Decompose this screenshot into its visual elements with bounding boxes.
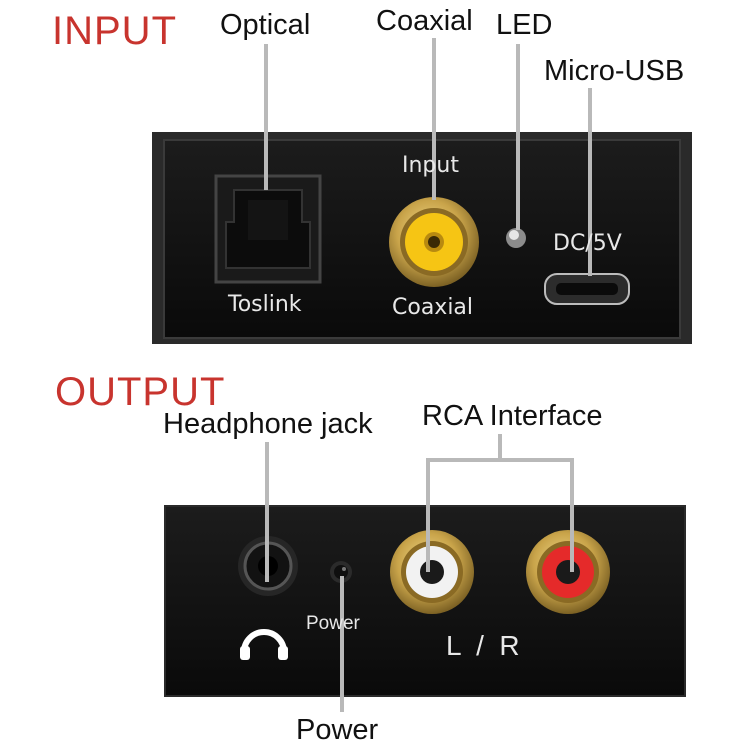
- panel-label-lr: L / R: [446, 630, 520, 661]
- output-title: OUTPUT: [55, 370, 226, 414]
- coaxial-port: [389, 197, 479, 287]
- callout-rca-interface: RCA Interface: [422, 400, 603, 432]
- rca-left-port: [390, 530, 474, 614]
- callout-power: Power: [296, 714, 379, 746]
- micro-usb-port: [544, 273, 630, 305]
- input-panel: [152, 132, 692, 344]
- power-led: [330, 561, 352, 583]
- input-title: INPUT: [52, 9, 177, 53]
- callout-lines: [264, 38, 592, 712]
- panel-label-input: Input: [402, 153, 459, 178]
- callout-micro-usb: Micro-USB: [544, 55, 685, 87]
- callout-coaxial: Coaxial: [376, 5, 473, 37]
- callout-headphone-jack: Headphone jack: [163, 408, 373, 440]
- panel-label-toslink: Toslink: [228, 292, 302, 317]
- led-indicator: [506, 228, 526, 248]
- panel-label-coaxial: Coaxial: [392, 295, 474, 320]
- callout-optical: Optical: [220, 9, 311, 41]
- toslink-port: [214, 174, 322, 284]
- panel-label-power: Power: [306, 613, 360, 634]
- panel-label-dc5v: DC/5V: [553, 231, 622, 256]
- output-panel: [164, 505, 686, 697]
- rca-right-port: [526, 530, 610, 614]
- callout-led: LED: [496, 9, 553, 41]
- headphone-icon: [240, 629, 288, 660]
